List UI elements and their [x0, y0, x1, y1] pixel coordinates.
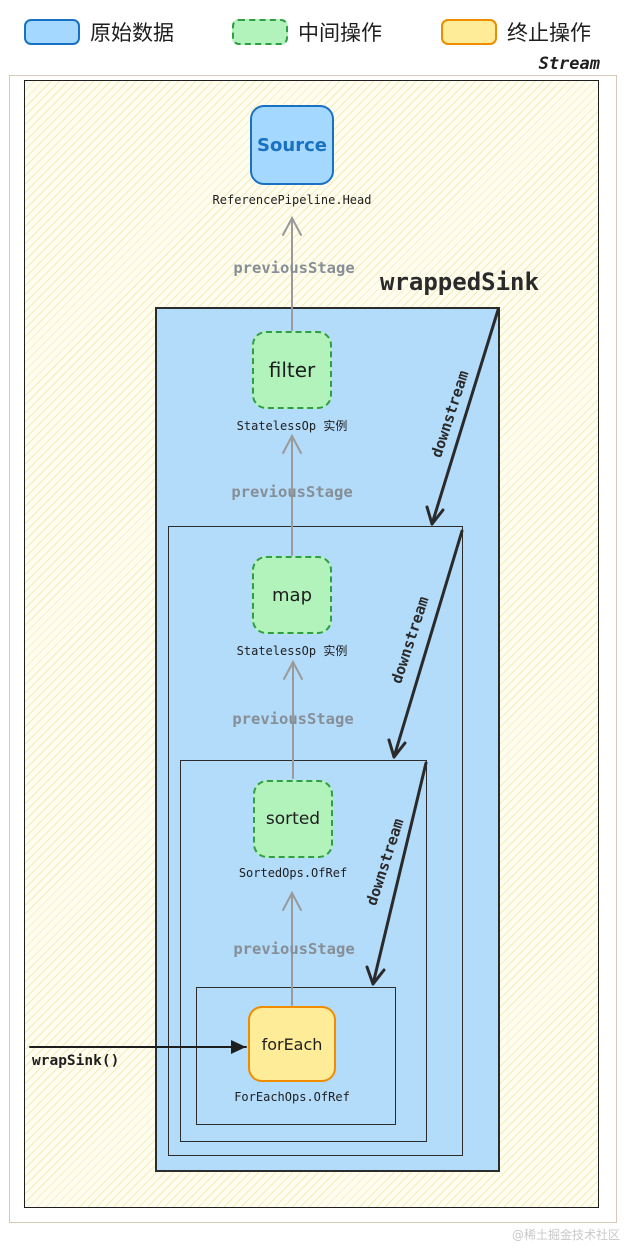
- downstream-arrow-2: [392, 529, 464, 759]
- legend-swatch-raw: [24, 19, 80, 45]
- previous-stage-label-4: previousStage: [233, 940, 355, 958]
- sorted-node: sorted: [253, 780, 333, 858]
- sorted-node-label: sorted: [265, 809, 321, 829]
- foreach-node-label: forEach: [261, 1034, 323, 1054]
- previous-stage-arrowhead-map: [282, 433, 302, 454]
- legend-terminal-op: 终止操作: [441, 16, 591, 48]
- previous-stage-arrowhead-sorted: [283, 659, 303, 680]
- watermark: @稀土掘金技术社区: [511, 1228, 620, 1242]
- legend-intermediate-op: 中间操作: [232, 16, 382, 48]
- sorted-caption: SortedOps.OfRef: [238, 866, 348, 880]
- filter-caption: StatelessOp 实例: [236, 419, 348, 433]
- legend-label-intermediate: 中间操作: [298, 21, 382, 45]
- legend-label-terminal: 终止操作: [507, 21, 591, 45]
- map-caption: StatelessOp 实例: [236, 644, 348, 658]
- source-caption: ReferencePipeline.Head: [212, 193, 372, 207]
- wrapped-sink-label: wrappedSink: [380, 268, 539, 296]
- downstream-arrowhead-2: [387, 738, 407, 759]
- legend-swatch-terminal: [441, 19, 497, 45]
- filter-node-label: filter: [268, 358, 316, 382]
- previous-stage-label-2: previousStage: [231, 483, 353, 501]
- legend-swatch-intermediate: [232, 19, 288, 45]
- map-node-label: map: [272, 584, 312, 606]
- previous-stage-arrowhead-filter: [282, 215, 302, 236]
- source-node: Source: [250, 105, 334, 185]
- legend-label-raw: 原始数据: [90, 21, 174, 45]
- stream-label: Stream: [538, 54, 600, 74]
- wrap-sink-call-label: wrapSink(): [32, 1053, 120, 1069]
- map-node: map: [252, 556, 332, 634]
- filter-node: filter: [252, 331, 332, 409]
- downstream-arrow-1: [430, 308, 500, 526]
- foreach-caption: ForEachOps.OfRef: [234, 1090, 350, 1104]
- outer-frame: [9, 75, 617, 1223]
- wrap-sink-arrowhead: [231, 1040, 246, 1054]
- downstream-arrowhead-3: [365, 965, 386, 986]
- previous-stage-label-3: previousStage: [232, 710, 354, 728]
- downstream-arrow-3: [371, 761, 428, 986]
- previous-stage-arrowhead-foreach: [282, 890, 302, 911]
- source-node-label: Source: [257, 134, 327, 156]
- legend-raw-data: 原始数据: [24, 16, 174, 48]
- previous-stage-label-1: previousStage: [233, 259, 355, 277]
- foreach-node: forEach: [248, 1006, 336, 1082]
- downstream-arrowhead-1: [425, 505, 445, 526]
